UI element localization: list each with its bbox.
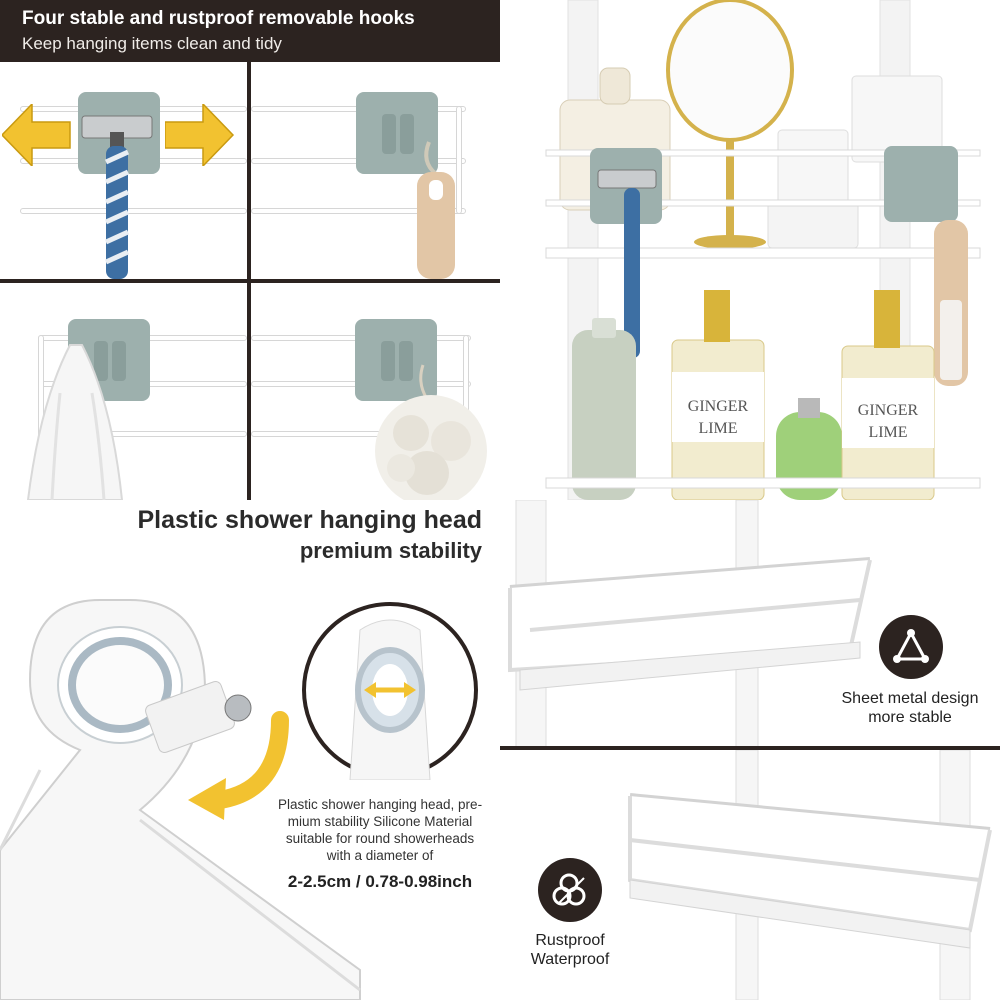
header-title: Four stable and rustproof removable hook… — [22, 8, 415, 29]
basket-divider — [500, 746, 1000, 750]
arrow-right-icon — [165, 104, 235, 166]
bottle-label-line: LIME — [698, 420, 738, 437]
bottle-label-line: LIME — [868, 424, 908, 441]
hook-plate — [356, 92, 438, 174]
header-subtitle: Keep hanging items clean and tidy — [22, 34, 282, 53]
hook-panel-brush — [251, 62, 500, 279]
header-bar: Four stable and rustproof removable hook… — [0, 0, 500, 62]
arrow-left-icon — [2, 104, 71, 166]
grid-divider-horizontal — [0, 279, 500, 283]
towel-icon — [26, 344, 124, 500]
diameter-value: 2-2.5cm / 0.78-0.98inch — [287, 872, 473, 891]
bottle-label-right: GINGER LIME — [842, 400, 934, 444]
curved-arrow-icon — [188, 711, 289, 820]
tubes-icon — [538, 858, 602, 922]
hook-plate — [355, 319, 437, 401]
feature-sheet-metal: Sheet metal design more stable — [828, 689, 992, 727]
feature-rustproof: Rustproof Waterproof — [500, 931, 640, 969]
shower-hanging-head-illustration — [0, 599, 361, 1000]
shower-head-description: Plastic shower hanging head, pre- mium s… — [262, 796, 498, 864]
hook-panel-towel — [0, 283, 247, 500]
bottle-label-left: GINGER LIME — [672, 396, 764, 440]
feature-line: Rustproof — [535, 932, 605, 949]
feature-line: Waterproof — [530, 951, 610, 968]
triangle-icon — [879, 615, 943, 679]
description-line: mium stability Silicone Material — [287, 814, 473, 829]
shelf-product-photo — [540, 0, 1000, 500]
shower-head-heading: Plastic shower hanging head — [137, 506, 482, 534]
shower-head-subheading: premium stability — [299, 538, 482, 563]
feature-line: Sheet metal design — [841, 690, 979, 707]
razor-icon — [81, 115, 153, 279]
brush-icon — [417, 141, 455, 279]
description-line: suitable for round showerheads — [285, 831, 475, 846]
basket-photo-bottom — [628, 750, 992, 1000]
basket-photo-top — [508, 500, 872, 748]
loofah-icon — [375, 364, 487, 500]
description-line: with a diameter of — [326, 848, 434, 863]
zoom-detail-circle — [302, 602, 478, 780]
bottle-label-line: GINGER — [687, 398, 749, 415]
feature-line: more stable — [868, 709, 952, 726]
hook-panel-loofah — [251, 283, 500, 500]
hook-panel-razor — [0, 62, 247, 279]
bottle-label-line: GINGER — [857, 402, 919, 419]
description-line: Plastic shower hanging head, pre- — [277, 797, 483, 812]
